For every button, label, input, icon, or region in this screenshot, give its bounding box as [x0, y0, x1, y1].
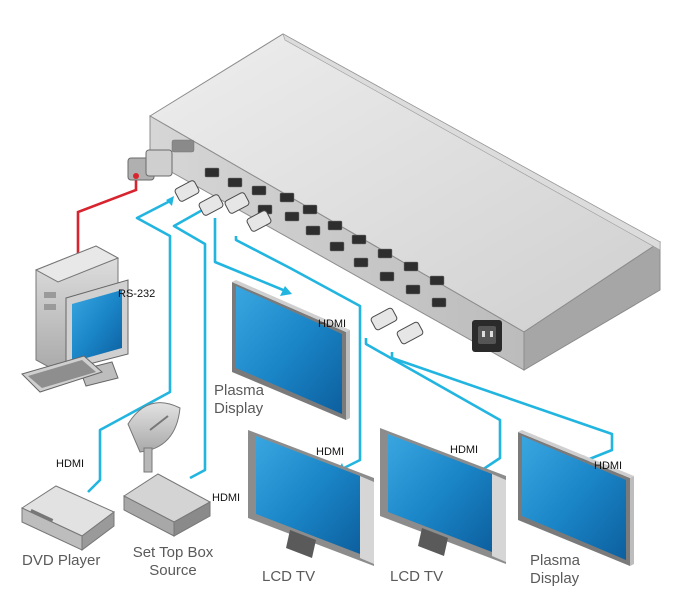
plasma-right-label-line1: Plasma — [530, 552, 581, 569]
plasma-display-icon — [232, 280, 350, 420]
power-socket-icon — [472, 320, 502, 352]
lcd-tv-icon-left — [248, 430, 374, 566]
plasma-left-label-line2: Display — [214, 400, 264, 417]
hdmi-label-plasma-right: HDMI — [594, 460, 623, 472]
lcd-left-label: LCD TV — [262, 568, 316, 585]
hdmi-plugs — [174, 180, 424, 345]
hdmi-label-lcd-right: HDMI — [450, 444, 479, 456]
satellite-dish-icon — [127, 402, 181, 473]
hdmi-cables — [87, 198, 614, 493]
hdmi-label-dvd: HDMI — [56, 458, 85, 470]
hdmi-label-plasma-left: HDMI — [318, 318, 347, 330]
dvd-player-icon — [20, 485, 115, 551]
set-top-box-icon — [123, 473, 212, 537]
settop-label-line2: Source — [149, 562, 197, 579]
matrix-switcher-icon — [149, 33, 661, 371]
rs232-label: RS-232 — [118, 288, 156, 300]
computer-icon — [21, 245, 129, 393]
dvd-player-label: DVD Player — [22, 552, 101, 569]
hdmi-label-settop: HDMI — [212, 492, 241, 504]
hdmi-label-lcd-left: HDMI — [316, 446, 345, 458]
settop-label-line1: Set Top Box — [132, 544, 214, 561]
lcd-right-label: LCD TV — [390, 568, 444, 585]
rs232-connector — [127, 149, 173, 181]
lcd-tv-icon-right — [380, 428, 506, 564]
plasma-right-label-line2: Display — [530, 570, 580, 587]
plasma-display-icon-right — [518, 430, 634, 566]
plasma-left-label-line1: Plasma — [214, 382, 265, 399]
